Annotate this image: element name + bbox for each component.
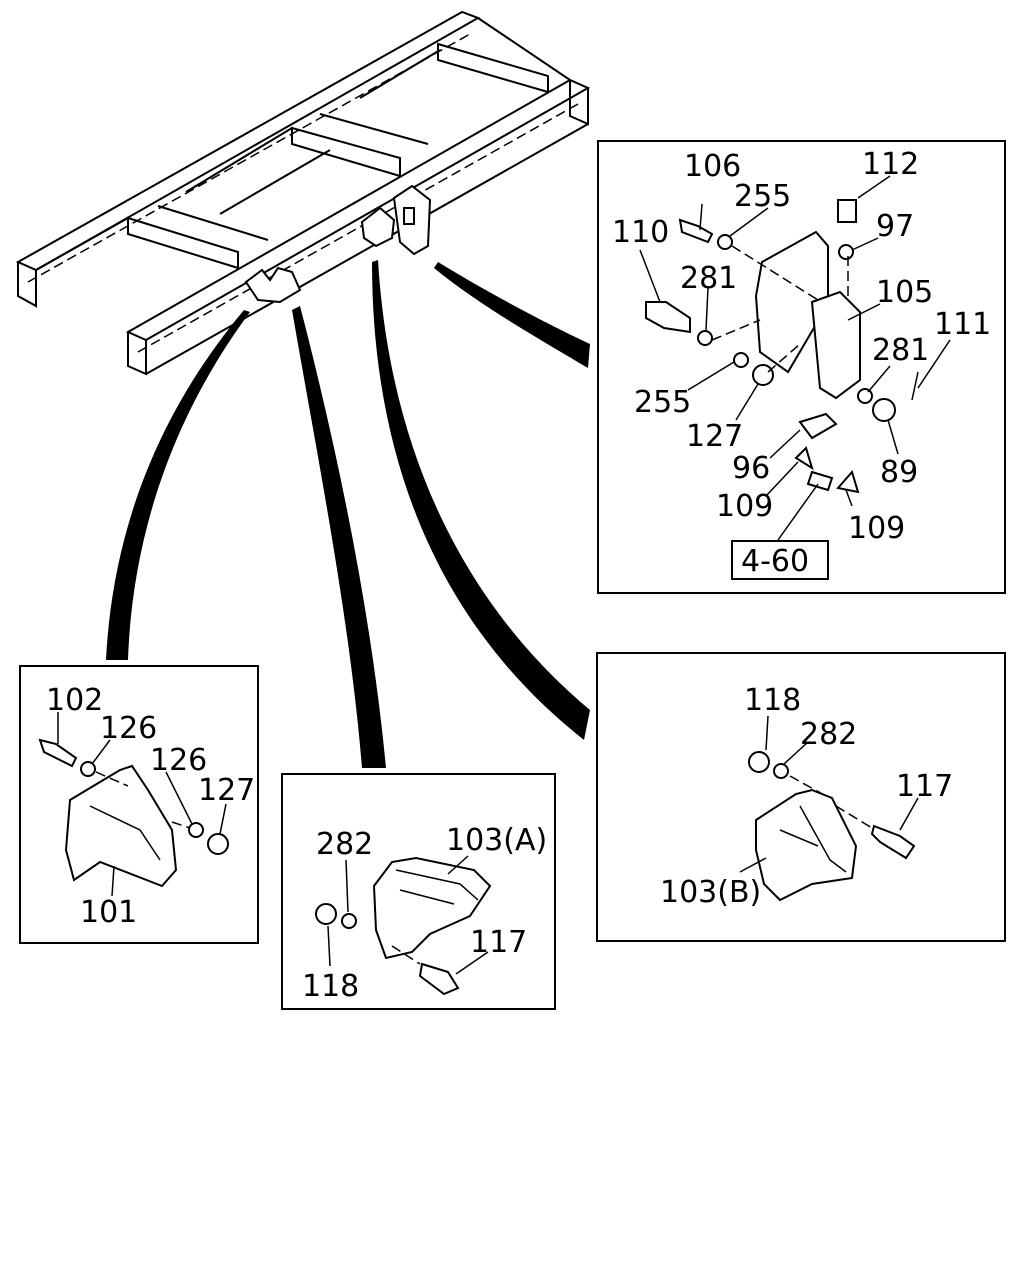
- washer-282: [773, 763, 789, 779]
- callout-127: 127: [198, 773, 255, 808]
- panel-shackle-assembly: 106 255 112 97 110 281 105 111 281 255 1…: [597, 140, 1006, 594]
- bolt-110: [645, 301, 691, 334]
- bracket-101: [64, 764, 178, 888]
- washer-126: [80, 761, 96, 777]
- callout-118: 118: [302, 969, 359, 1004]
- bolt-117: [870, 824, 916, 860]
- nut-127: [207, 833, 229, 855]
- washer-281: [697, 330, 713, 346]
- washer-97: [838, 244, 854, 260]
- washer-255b: [733, 352, 749, 368]
- callout-255: 255: [734, 179, 791, 214]
- nut-118: [748, 751, 770, 773]
- callout-111: 111: [934, 307, 991, 342]
- reference-box: [731, 540, 829, 580]
- nut-127: [752, 364, 774, 386]
- part-96: [798, 412, 838, 440]
- callout-105: 105: [876, 275, 933, 310]
- callout-103b: 103(B): [660, 875, 761, 910]
- plate-109a: [794, 446, 814, 471]
- bracket-plate-105: [754, 230, 829, 374]
- callout-103a: 103(A): [446, 823, 547, 858]
- bolt-102: [38, 738, 78, 768]
- plate-109b: [836, 469, 860, 494]
- bracket-103a: [372, 856, 492, 960]
- callout-281b: 281: [872, 333, 929, 368]
- nut-118: [315, 903, 337, 925]
- panel-bracket-a: 282 103(A) 118 117: [281, 773, 556, 1010]
- shackle-105: [810, 290, 861, 400]
- pin-111: [911, 371, 919, 401]
- washer-126b: [188, 822, 204, 838]
- bolt-117: [418, 962, 460, 996]
- reference-box-label: 4-60: [741, 544, 809, 579]
- nut-89: [872, 398, 896, 422]
- callout-126: 126: [100, 711, 157, 746]
- washer-282: [341, 913, 357, 929]
- callout-97: 97: [876, 209, 914, 244]
- chassis-frame: [15, 10, 591, 376]
- panel-bracket-b: 118 282 117 103(B): [596, 652, 1006, 942]
- callout-126b: 126: [150, 743, 207, 778]
- callout-102: 102: [46, 683, 103, 718]
- callout-117: 117: [896, 769, 953, 804]
- callout-109b: 109: [848, 511, 905, 546]
- callout-255b: 255: [634, 385, 691, 420]
- leader-lines: [106, 260, 590, 768]
- callout-106: 106: [684, 149, 741, 184]
- callout-89: 89: [880, 455, 918, 490]
- callout-109: 109: [716, 489, 773, 524]
- callout-127: 127: [686, 419, 743, 454]
- pin-4-60: [806, 470, 834, 492]
- callout-281: 281: [680, 261, 737, 296]
- washer-281b: [857, 388, 873, 404]
- callout-118: 118: [744, 683, 801, 718]
- bracket-103b: [755, 788, 858, 902]
- callout-117: 117: [470, 925, 527, 960]
- callout-282: 282: [800, 717, 857, 752]
- callout-112: 112: [862, 147, 919, 182]
- callout-101: 101: [80, 895, 137, 930]
- bolt-112: [837, 199, 857, 223]
- callout-282: 282: [316, 827, 373, 862]
- washer-255: [717, 234, 733, 250]
- bolt-106: [678, 218, 714, 244]
- callout-96: 96: [732, 451, 770, 486]
- panel-front-bracket: 102 126 126 127 101: [19, 665, 259, 944]
- callout-110: 110: [612, 215, 669, 250]
